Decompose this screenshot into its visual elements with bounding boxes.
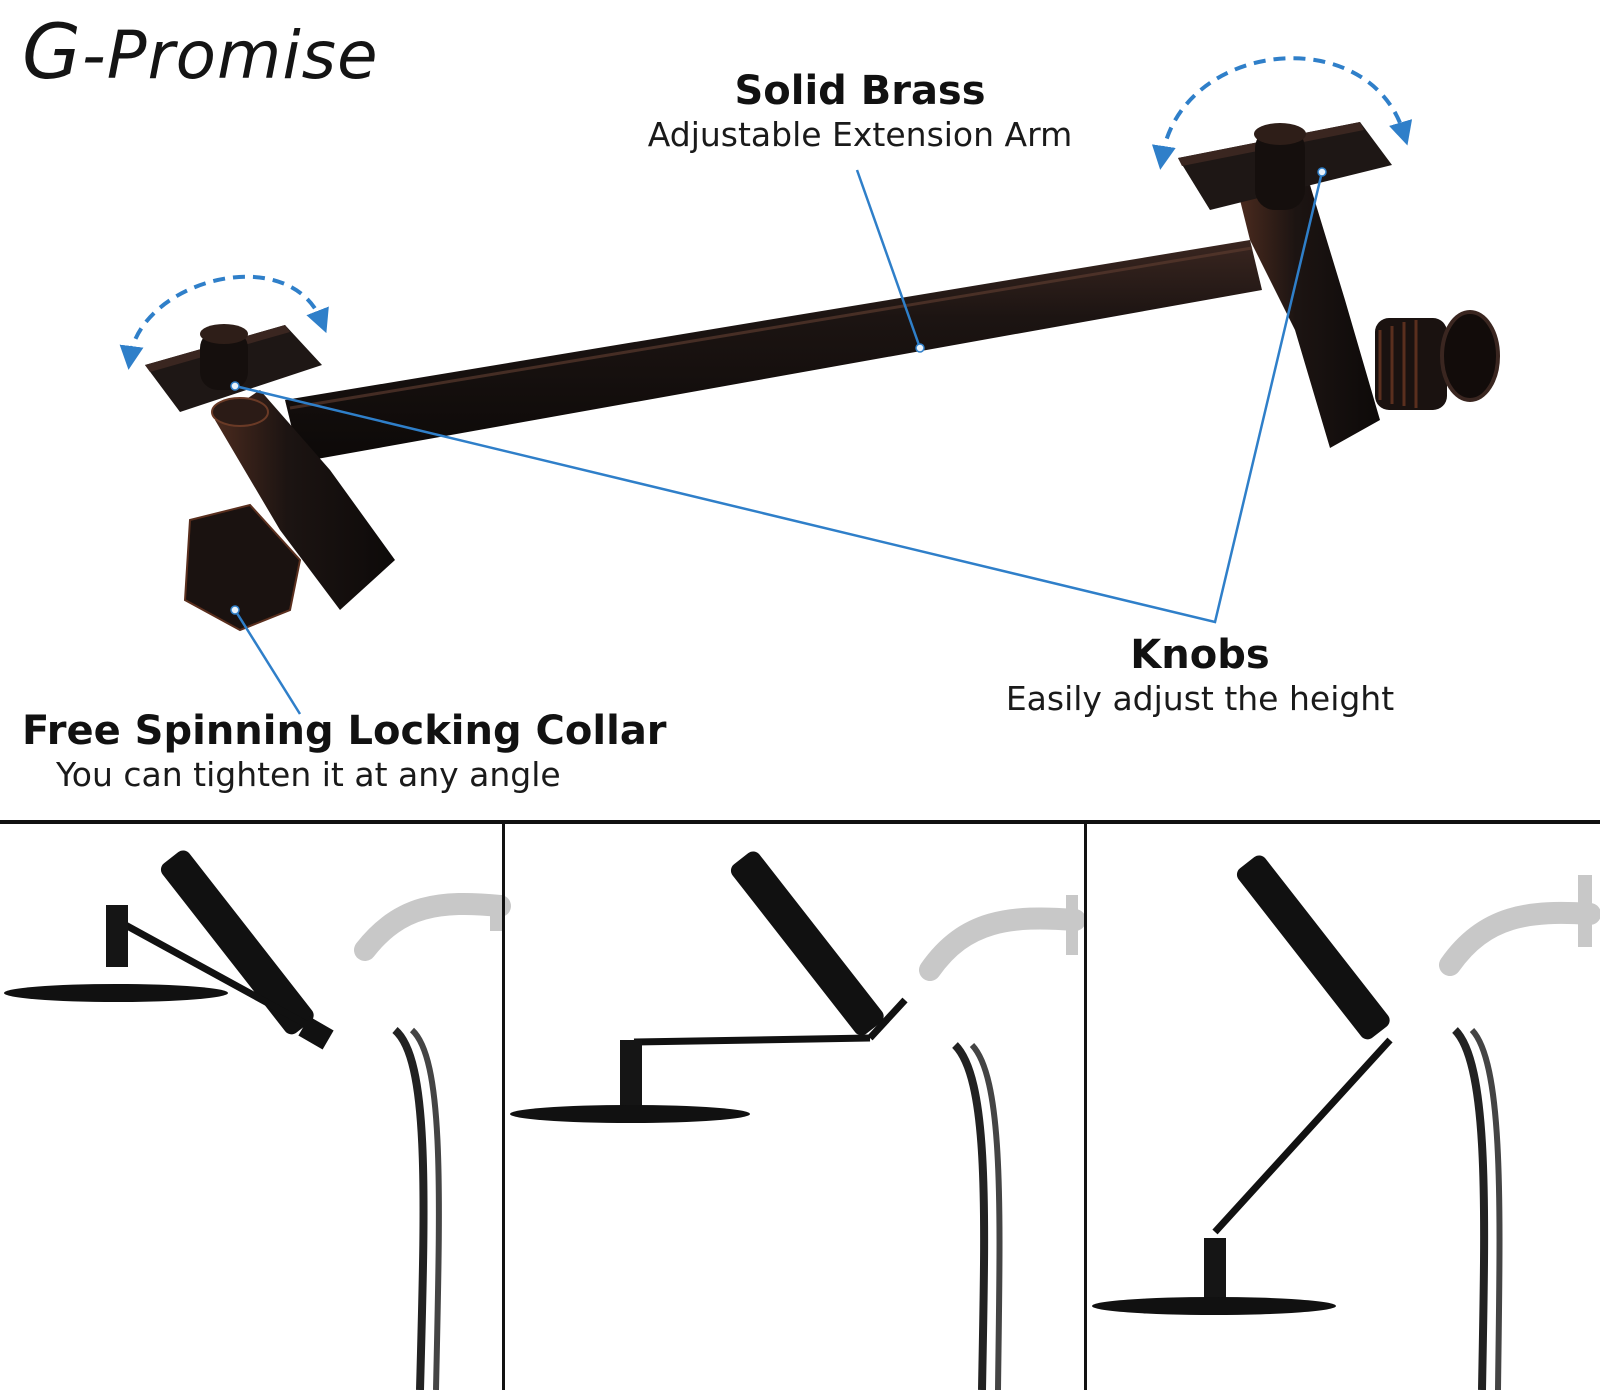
left-joint bbox=[183, 390, 395, 632]
brand-logo: G-Promise bbox=[22, 14, 379, 90]
callout-arm: Solid Brass Adjustable Extension Arm bbox=[600, 68, 1120, 157]
callout-collar-subtitle: You can tighten it at any angle bbox=[56, 755, 561, 794]
callout-dots bbox=[230, 167, 1327, 615]
callout-lines bbox=[233, 169, 1324, 715]
panel-divider-vertical bbox=[1084, 822, 1087, 1390]
callout-collar-title: Free Spinning Locking Collar bbox=[22, 708, 667, 754]
brand-rest: -Promise bbox=[81, 17, 379, 94]
callout-knobs: Knobs Easily adjust the height bbox=[960, 632, 1440, 721]
shower-head-icon bbox=[4, 905, 228, 1002]
right-joint bbox=[1240, 185, 1500, 448]
usage-panel-2 bbox=[510, 851, 1086, 1390]
right-knob bbox=[1178, 122, 1392, 210]
shower-head-icon bbox=[510, 1040, 750, 1123]
extension-arm bbox=[285, 240, 1262, 462]
usage-panel-3 bbox=[1092, 855, 1600, 1390]
callout-arm-subtitle: Adjustable Extension Arm bbox=[647, 115, 1073, 154]
hand-shower-icon bbox=[160, 850, 314, 1035]
brand-initial: G bbox=[22, 7, 82, 96]
hand-shower-icon bbox=[730, 851, 884, 1036]
usage-panel-1 bbox=[4, 850, 511, 1390]
shower-head-icon bbox=[1092, 1238, 1336, 1315]
rotate-arrow-icon bbox=[1151, 56, 1413, 170]
callout-arm-title: Solid Brass bbox=[734, 68, 986, 114]
panel-divider-vertical bbox=[502, 822, 505, 1390]
callout-knobs-title: Knobs bbox=[1130, 632, 1270, 678]
hand-shower-icon bbox=[1236, 855, 1390, 1040]
panel-divider-horizontal bbox=[0, 820, 1600, 824]
callout-knobs-subtitle: Easily adjust the height bbox=[1005, 679, 1395, 718]
rotate-arrow-icon bbox=[119, 274, 329, 370]
callout-collar: Free Spinning Locking Collar You can tig… bbox=[10, 708, 667, 797]
